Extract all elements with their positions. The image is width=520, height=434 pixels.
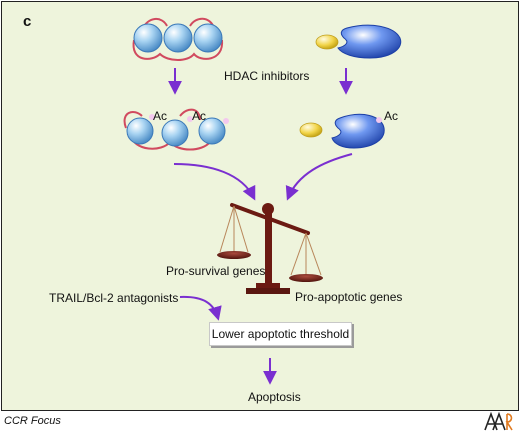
acetyl-dot xyxy=(376,117,382,123)
pro-apoptotic-genes-label: Pro-apoptotic genes xyxy=(295,290,403,304)
balance-scale xyxy=(217,203,323,294)
hdac-inhibitors-label: HDAC inhibitors xyxy=(224,69,310,83)
diagram-graphics xyxy=(123,17,402,385)
arrow-trail xyxy=(179,295,222,321)
acetyl-dot xyxy=(149,114,155,120)
arrow-curve-left xyxy=(173,163,256,201)
acetyl-label: Ac xyxy=(153,109,168,123)
acetyl-dot xyxy=(223,118,229,124)
acetyl-label: Ac xyxy=(384,109,399,123)
acetyl-dot xyxy=(187,116,193,122)
panel-letter: c xyxy=(23,13,32,30)
diagram-panel: c HDAC inhibitors Ac Ac Ac Pro-survival … xyxy=(1,1,519,411)
arrow-curve-right xyxy=(285,153,353,201)
lower-threshold-label: Lower apoptotic threshold xyxy=(211,327,350,341)
dissociated-proteins xyxy=(299,113,385,149)
trail-antagonists-label: TRAIL/Bcl-2 antagonists xyxy=(49,291,179,305)
footer-journal-label: CCR Focus xyxy=(4,415,61,427)
lower-threshold-box: Lower apoptotic threshold xyxy=(209,322,352,346)
pro-survival-genes-label: Pro-survival genes xyxy=(166,264,266,278)
compact-chromatin xyxy=(132,17,224,61)
apoptosis-label: Apoptosis xyxy=(248,390,301,404)
acetylated-chromatin xyxy=(123,108,229,151)
protein-complex xyxy=(315,24,402,59)
aacr-logo xyxy=(484,411,513,431)
acetyl-label: Ac xyxy=(192,109,207,123)
